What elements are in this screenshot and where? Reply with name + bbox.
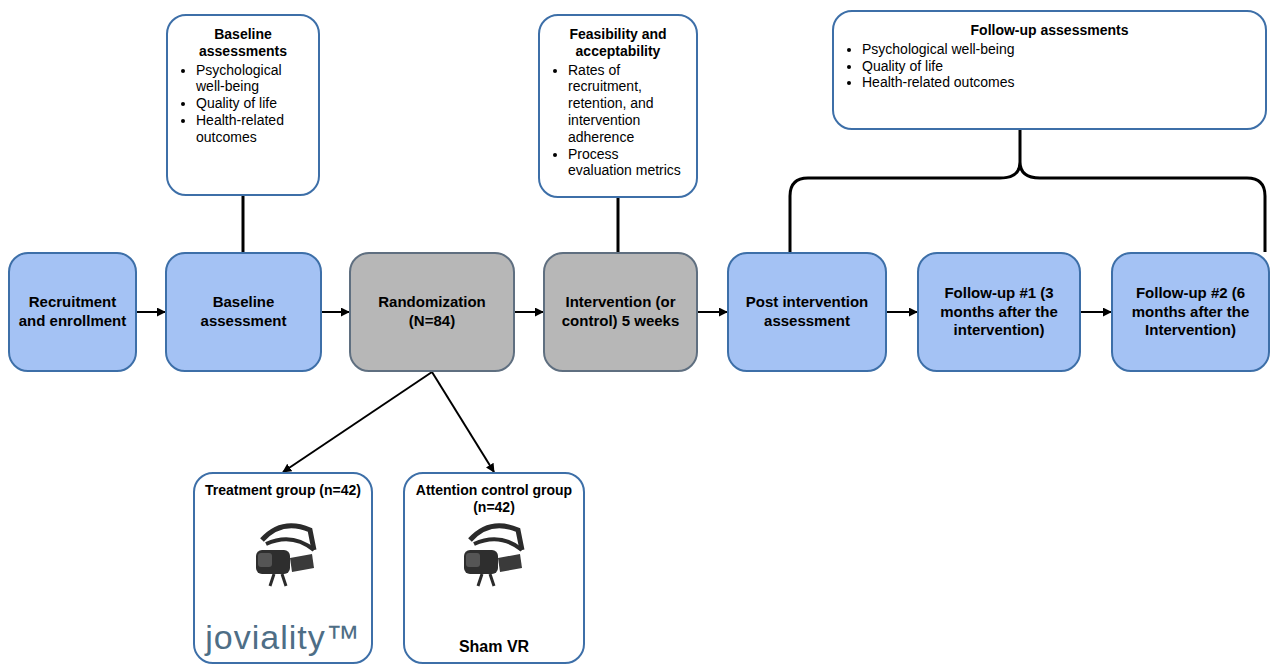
flow-arrow xyxy=(1081,311,1111,313)
callout-box: Baseline assessmentsPsychological well-b… xyxy=(166,14,320,196)
step-label: Recruitment and enrollment xyxy=(18,293,127,331)
group-heading: Treatment group (n=42) xyxy=(205,482,361,499)
group-box: Attention control group (n=42) Sham VR xyxy=(403,472,585,664)
callout-box: Feasibility and acceptabilityRates of re… xyxy=(538,14,698,198)
step-label: Follow-up #1 (3 months after the interve… xyxy=(927,284,1071,340)
bullet-item: Process evaluation metrics xyxy=(568,146,686,180)
flow-arrow xyxy=(698,311,727,313)
callout-heading: Baseline assessments xyxy=(178,26,308,60)
step-label: Post intervention assessment xyxy=(737,293,877,331)
step-label: Intervention (or control) 5 weeks xyxy=(553,293,688,331)
process-box: Baseline assessment xyxy=(165,252,322,372)
step-label: Baseline assessment xyxy=(175,293,312,331)
flow-arrow xyxy=(887,311,917,313)
group-box: Treatment group (n=42) joviality™ xyxy=(193,472,373,664)
step-label: Randomization (N=84) xyxy=(359,293,505,331)
bullet-item: Quality of life xyxy=(196,95,308,112)
vr-headset xyxy=(256,526,314,586)
vr-headset xyxy=(464,526,522,586)
flow-arrow xyxy=(515,311,543,313)
step-label: Follow-up #2 (6 months after the Interve… xyxy=(1121,284,1260,340)
bullet-item: Quality of life xyxy=(862,58,1255,75)
bullet-item: Health-related outcomes xyxy=(196,112,308,146)
bullet-item: Psychological well-being xyxy=(196,62,308,96)
flow-arrow xyxy=(322,311,349,313)
group-label: Sham VR xyxy=(459,637,529,656)
process-box: Recruitment and enrollment xyxy=(8,252,137,372)
bracket xyxy=(790,130,1265,252)
callout-heading: Feasibility and acceptability xyxy=(550,26,686,60)
callout-box: Follow-up assessmentsPsychological well-… xyxy=(832,10,1267,130)
callout-heading: Follow-up assessments xyxy=(844,22,1255,39)
process-box: Post intervention assessment xyxy=(727,252,887,372)
bullet-list: Psychological well-beingQuality of lifeH… xyxy=(844,41,1255,91)
process-box: Follow-up #1 (3 months after the interve… xyxy=(917,252,1081,372)
process-box: Randomization (N=84) xyxy=(349,252,515,372)
bullet-item: Psychological well-being xyxy=(862,41,1255,58)
connector-line xyxy=(617,198,620,252)
process-box: Intervention (or control) 5 weeks xyxy=(543,252,698,372)
bullet-list: Rates of recruitment, retention, and int… xyxy=(550,62,686,180)
process-box: Follow-up #2 (6 months after the Interve… xyxy=(1111,252,1270,372)
flow-arrow xyxy=(283,372,432,472)
bullet-item: Health-related outcomes xyxy=(862,74,1255,91)
flow-arrow xyxy=(432,372,494,472)
bullet-item: Rates of recruitment, retention, and int… xyxy=(568,62,686,146)
flow-arrow xyxy=(137,311,165,313)
group-heading: Attention control group (n=42) xyxy=(411,482,577,516)
connector-line xyxy=(242,196,245,252)
bullet-list: Psychological well-beingQuality of lifeH… xyxy=(178,62,308,146)
logo-text: joviality™ xyxy=(205,619,360,656)
